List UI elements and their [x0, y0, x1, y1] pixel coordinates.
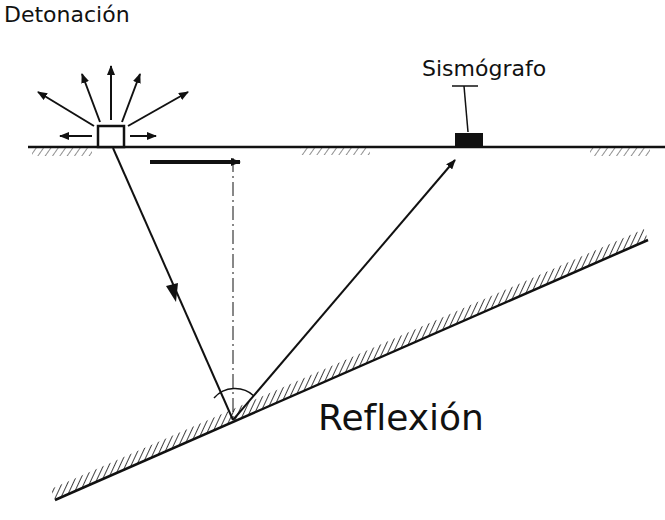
ground-hatch	[32, 148, 92, 156]
ground-hatch	[300, 148, 370, 155]
reflected-ray	[233, 160, 455, 420]
reflection-label: Reflexión	[318, 400, 484, 436]
incident-ray	[113, 148, 233, 420]
reflector-hatch	[51, 229, 648, 500]
blast-arrows	[38, 66, 188, 136]
seismograph-label: Sismógrafo	[422, 58, 546, 80]
travel-arrow	[150, 160, 240, 164]
leader-line	[464, 86, 468, 132]
detonation-label: Detonación	[4, 4, 130, 26]
normal-line	[233, 158, 234, 418]
ray-arrowhead	[166, 283, 178, 302]
reflector-line	[55, 240, 648, 500]
leader-line	[452, 85, 478, 87]
seismograph	[455, 133, 483, 147]
ground-hatch	[590, 148, 650, 156]
detonation-box	[98, 126, 124, 147]
angle-arc	[214, 389, 254, 398]
